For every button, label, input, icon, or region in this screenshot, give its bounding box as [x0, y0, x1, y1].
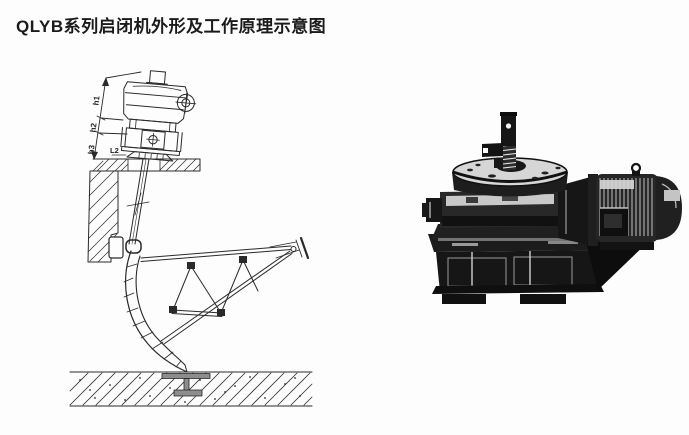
bottom-concrete-sill [69, 371, 313, 407]
gate-face-ribs [123, 263, 182, 368]
hoist-product-photo [422, 112, 682, 304]
working-principle-schematic: h1 h2 h3 L2 [69, 70, 313, 407]
motor-support-bracket [586, 240, 650, 290]
concrete-speckles [79, 376, 301, 403]
dimension-label-h1: h1 [91, 95, 101, 106]
radial-gate [123, 236, 310, 373]
screw-stem [126, 158, 150, 245]
dimension-label-h3: h3 [86, 144, 96, 155]
stem-cross-pin [482, 143, 503, 157]
gear-housing-cylinder [422, 190, 560, 228]
left-wall [87, 170, 124, 263]
sill-i-beam [161, 373, 211, 397]
page-title: QLYB系列启闭机外形及工作原理示意图 [16, 17, 327, 36]
gate-truss-arms [140, 241, 300, 345]
dimension-lines [91, 71, 142, 160]
motor-eyebolt [630, 162, 642, 174]
top-platform-slab [92, 158, 201, 172]
dimension-label-h2: h2 [88, 122, 98, 133]
electric-motor [596, 162, 682, 250]
dimension-label-L2: L2 [110, 146, 119, 155]
gate-trunnion-pivot [290, 236, 310, 260]
screw-stem-top [482, 112, 517, 170]
bell-coupling [558, 174, 598, 246]
motor-terminal-box [600, 207, 628, 236]
hoist-machine-outline [120, 70, 197, 162]
